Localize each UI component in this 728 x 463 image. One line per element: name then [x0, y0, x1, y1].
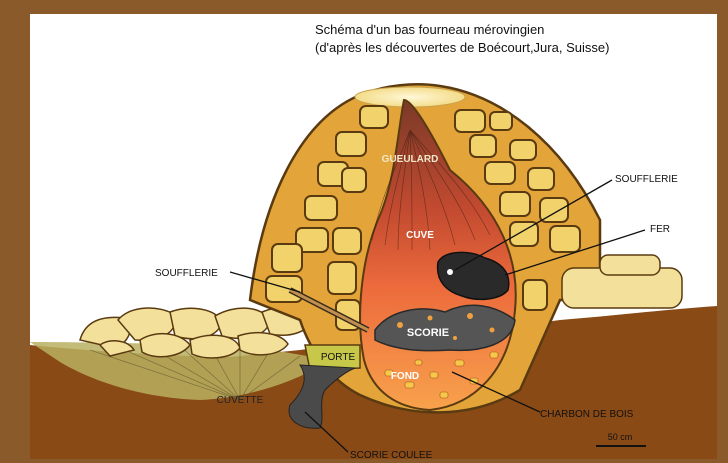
label-soufflerie-right: SOUFFLERIE: [615, 174, 678, 185]
label-cuve: CUVE: [406, 230, 434, 241]
title-line-2: (d'après les découvertes de Boécourt,Jur…: [315, 40, 609, 55]
label-porte: PORTE: [321, 352, 356, 363]
label-cuvette: CUVETTE: [217, 395, 264, 406]
title-line-1: Schéma d'un bas fourneau mérovingien: [315, 22, 544, 37]
label-charbon-de-bois: CHARBON DE BOIS: [540, 409, 634, 420]
label-fond: FOND: [391, 371, 419, 382]
label-scorie-coulee: SCORIE COULEE: [350, 450, 433, 461]
label-gueulard: GUEULARD: [382, 154, 439, 165]
tuyere-hole: [447, 269, 453, 275]
label-soufflerie-left: SOUFFLERIE: [155, 268, 218, 279]
scale-label: 50 cm: [608, 432, 633, 442]
label-fer: FER: [650, 224, 670, 235]
label-scorie: SCORIE: [407, 327, 449, 339]
